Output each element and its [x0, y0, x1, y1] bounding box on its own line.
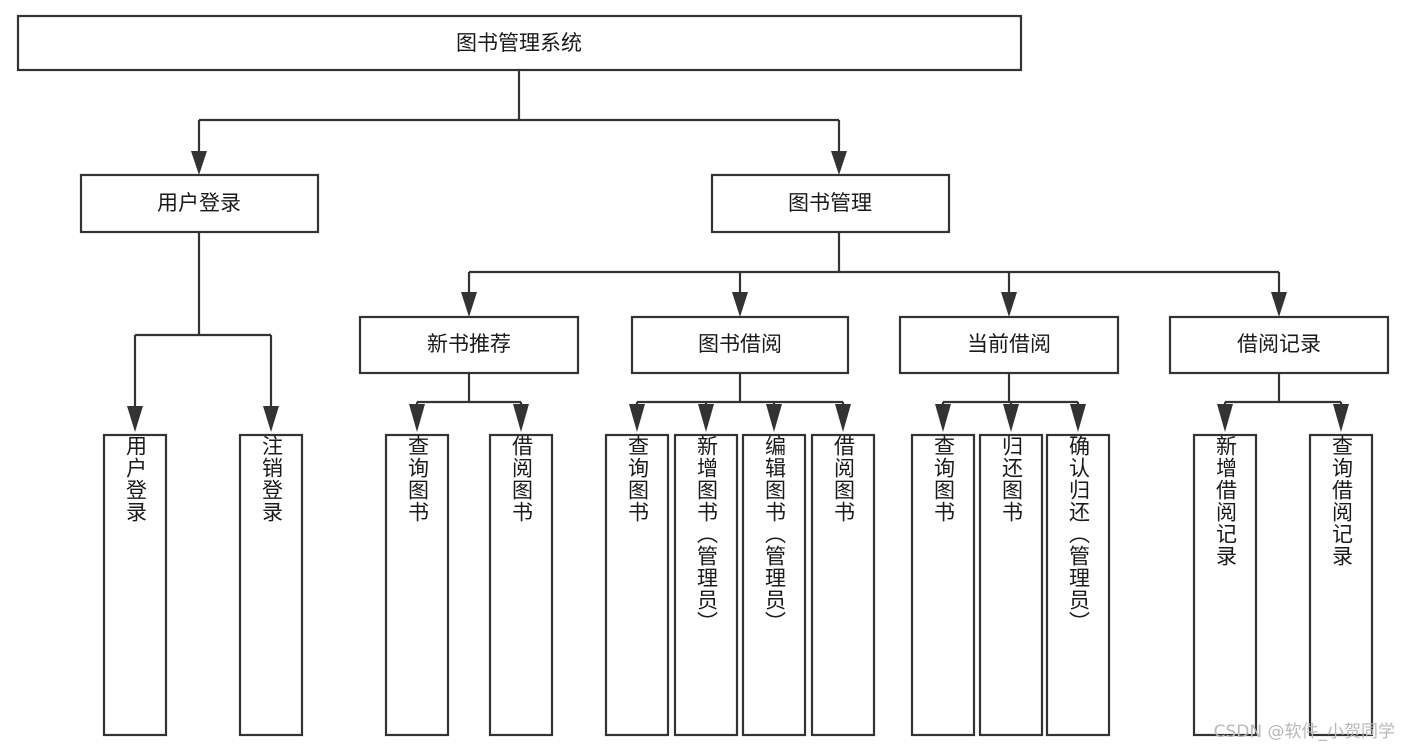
node-new-book-recommend-box[interactable] — [358, 315, 580, 375]
node-user-login[interactable]: 用户登录 — [79, 173, 320, 234]
node-current-borrow-label: 当前借阅 — [967, 332, 1051, 356]
connector-group-book-borrow — [629, 373, 851, 432]
node-leaf-query-book-2-box[interactable] — [604, 433, 670, 737]
node-borrow-record-box[interactable] — [1168, 315, 1390, 375]
node-leaf-query-record-box[interactable] — [1308, 433, 1374, 737]
arrowhead-leaf-return-book — [1003, 404, 1019, 432]
node-book-management[interactable]: 图书管理 — [710, 173, 951, 234]
arrowhead-leaf-query-book-2 — [629, 404, 645, 432]
node-user-login-box[interactable] — [79, 173, 320, 234]
arrowhead-leaf-edit-book — [766, 404, 782, 432]
arrowhead-leaf-confirm-return — [1070, 404, 1086, 432]
node-new-book-recommend-label: 新书推荐 — [427, 332, 511, 356]
arrowhead-leaf-query-book-3 — [935, 404, 951, 432]
arrowhead-user-login — [191, 151, 207, 175]
node-new-book-recommend[interactable]: 新书推荐 — [358, 315, 580, 375]
node-leaf-borrow-book-1-box[interactable] — [488, 433, 554, 737]
node-book-management-box[interactable] — [710, 173, 951, 234]
arrowhead-leaf-query-book-1 — [409, 404, 425, 432]
arrowhead-leaf-borrow-book-2 — [835, 404, 851, 432]
node-book-borrow[interactable]: 图书借阅 — [630, 315, 850, 375]
arrowhead-leaf-user-login — [127, 406, 143, 432]
node-leaf-borrow-book-2-box[interactable] — [810, 433, 876, 737]
arrowhead-leaf-borrow-book-1 — [513, 404, 529, 432]
node-leaf-return-book-box[interactable] — [978, 433, 1044, 737]
node-leaf-query-book-3-box[interactable] — [910, 433, 976, 737]
node-leaf-confirm-return-box[interactable] — [1045, 433, 1111, 737]
node-root-label: 图书管理系统 — [456, 31, 582, 55]
connector-group-current-borrow — [935, 373, 1086, 432]
node-current-borrow[interactable]: 当前借阅 — [898, 315, 1120, 375]
arrowhead-current-borrow — [1001, 292, 1017, 317]
node-leaf-query-book-1-box[interactable] — [384, 433, 450, 737]
node-book-borrow-box[interactable] — [630, 315, 850, 375]
connector-group-root — [191, 70, 847, 175]
connector-group-new-book-recommend — [409, 373, 529, 432]
arrowhead-leaf-add-record — [1217, 404, 1233, 432]
node-root[interactable]: 图书管理系统 — [16, 14, 1023, 72]
arrowhead-leaf-add-book — [698, 404, 714, 432]
node-book-management-label: 图书管理 — [788, 191, 872, 215]
arrowhead-book-borrow — [732, 292, 748, 317]
node-leaf-user-login-box[interactable] — [102, 433, 168, 737]
arrowhead-borrow-record — [1271, 292, 1287, 317]
node-root-box[interactable] — [16, 14, 1023, 72]
node-borrow-record-label: 借阅记录 — [1237, 332, 1321, 356]
node-leaf-add-record-box[interactable] — [1192, 433, 1258, 737]
arrowhead-book-management — [831, 151, 847, 175]
node-leaf-edit-book-box[interactable] — [741, 433, 807, 737]
node-leaf-logout-login-box[interactable] — [238, 433, 304, 737]
node-leaf-add-book-box[interactable] — [673, 433, 739, 737]
node-user-login-label: 用户登录 — [157, 191, 241, 215]
arrowhead-leaf-query-record — [1333, 404, 1349, 432]
connector-group-book-management — [461, 232, 1287, 317]
connector-group-borrow-record — [1217, 373, 1349, 432]
connector-group-user-login — [127, 232, 279, 432]
arrowhead-leaf-logout-login — [263, 406, 279, 432]
node-current-borrow-box[interactable] — [898, 315, 1120, 375]
arrowhead-new-book-recommend — [461, 292, 477, 317]
node-book-borrow-label: 图书借阅 — [698, 332, 782, 356]
node-borrow-record[interactable]: 借阅记录 — [1168, 315, 1390, 375]
